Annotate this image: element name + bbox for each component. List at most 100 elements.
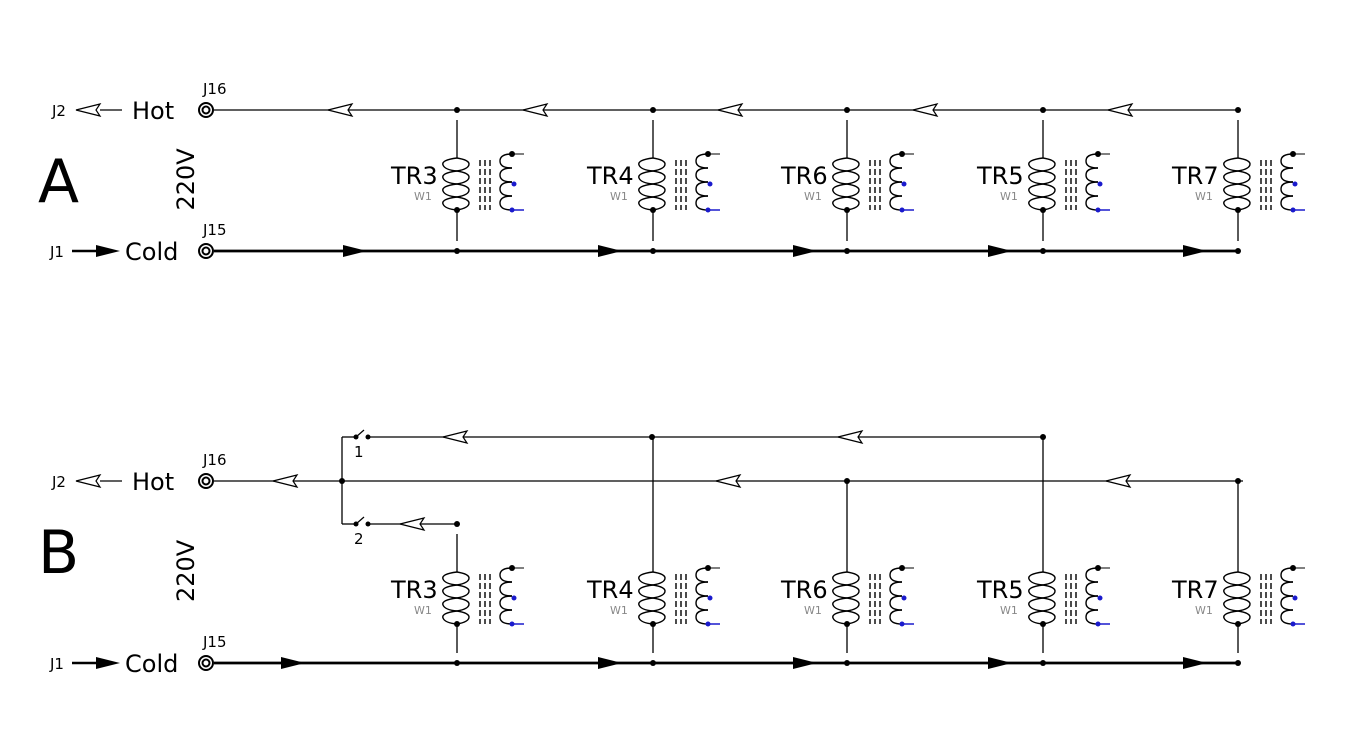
- secondary-loop: [695, 153, 709, 169]
- coil-loop: [1042, 183, 1056, 198]
- arrow-left-icon: [1107, 103, 1134, 117]
- coil-loop: [846, 571, 860, 586]
- secondary-loop: [889, 595, 903, 611]
- secondary-loop: [1280, 567, 1294, 583]
- switch-contact: [365, 521, 371, 527]
- hot-jack-label: J16: [202, 451, 227, 469]
- secondary-loop: [889, 581, 903, 597]
- coil-loop: [1028, 597, 1044, 612]
- coil-loop: [1237, 170, 1251, 185]
- coil-loop: [1237, 597, 1251, 612]
- coil-loop: [846, 196, 860, 211]
- coil-loop: [456, 157, 470, 172]
- junction-dot: [650, 248, 656, 254]
- secondary-loop: [499, 595, 513, 611]
- secondary-loop: [1280, 167, 1294, 183]
- coil-loop: [1223, 183, 1239, 198]
- arrow-right-icon: [281, 657, 305, 669]
- coil-loop: [638, 610, 654, 625]
- panel-letter: A: [38, 147, 79, 217]
- coil-loop: [652, 597, 666, 612]
- coil-loop: [832, 597, 848, 612]
- junction-dot: [454, 107, 460, 113]
- winding-label: W1: [1000, 604, 1018, 617]
- secondary-loop: [889, 567, 903, 583]
- switch-label: 2: [354, 530, 364, 548]
- coil-loop: [1042, 584, 1056, 599]
- terminal-dot: [899, 207, 905, 213]
- junction-dot: [454, 248, 460, 254]
- secondary-loop: [695, 595, 709, 611]
- coil-loop: [456, 584, 470, 599]
- terminal-dot: [901, 595, 907, 601]
- secondary-loop: [889, 195, 903, 211]
- arrow-left-icon: [715, 474, 742, 488]
- terminal-dot: [1292, 595, 1298, 601]
- coil-loop: [1223, 610, 1239, 625]
- coil-loop: [442, 584, 458, 599]
- coil-loop: [846, 157, 860, 172]
- switch-label: 1: [354, 443, 364, 461]
- transformer-label: TR3: [390, 576, 438, 604]
- terminal-dot: [707, 181, 713, 187]
- winding-label: W1: [1195, 604, 1213, 617]
- coil-loop: [652, 170, 666, 185]
- arrow-left-icon: [272, 474, 299, 488]
- voltage-label: 220V: [172, 539, 200, 602]
- cold-label: Cold: [125, 238, 178, 266]
- coil-loop: [442, 597, 458, 612]
- secondary-loop: [499, 167, 513, 183]
- jack-inner: [201, 246, 211, 256]
- coil-loop: [652, 196, 666, 211]
- coil-loop: [442, 157, 458, 172]
- coil-loop: [846, 584, 860, 599]
- secondary-loop: [1085, 195, 1099, 211]
- terminal-dot: [1095, 621, 1101, 627]
- coil-loop: [832, 571, 848, 586]
- coil-loop: [846, 597, 860, 612]
- coil-loop: [456, 183, 470, 198]
- coil-loop: [442, 183, 458, 198]
- transformer-label: TR7: [1171, 162, 1219, 190]
- junction-dot: [1235, 248, 1241, 254]
- winding-label: W1: [610, 190, 628, 203]
- jack-inner: [201, 105, 211, 115]
- coil-loop: [456, 571, 470, 586]
- coil-loop: [638, 571, 654, 586]
- junction-dot: [1040, 107, 1046, 113]
- coil-loop: [1223, 196, 1239, 211]
- coil-loop: [638, 584, 654, 599]
- coil-loop: [1223, 597, 1239, 612]
- secondary-loop: [1280, 595, 1294, 611]
- arrow-left-icon: [717, 103, 744, 117]
- terminal-dot: [509, 621, 515, 627]
- coil-loop: [832, 170, 848, 185]
- coil-loop: [638, 157, 654, 172]
- junction-dot: [650, 660, 656, 666]
- coil-loop: [1237, 183, 1251, 198]
- coil-loop: [1237, 584, 1251, 599]
- coil-loop: [1042, 170, 1056, 185]
- winding-label: W1: [610, 604, 628, 617]
- arrow-right-icon: [96, 657, 120, 669]
- winding-label: W1: [804, 190, 822, 203]
- junction-dot: [844, 248, 850, 254]
- winding-label: W1: [414, 190, 432, 203]
- terminal-dot: [1290, 621, 1296, 627]
- winding-label: W1: [804, 604, 822, 617]
- transformer-label: TR7: [1171, 576, 1219, 604]
- coil-loop: [1223, 157, 1239, 172]
- coil-loop: [832, 183, 848, 198]
- coil-loop: [1028, 610, 1044, 625]
- arrow-right-icon: [598, 657, 622, 669]
- junction-dot: [454, 660, 460, 666]
- coil-loop: [1237, 157, 1251, 172]
- secondary-loop: [889, 181, 903, 197]
- junction-dot: [1235, 660, 1241, 666]
- coil-loop: [832, 610, 848, 625]
- secondary-loop: [889, 167, 903, 183]
- voltage-label: 220V: [172, 148, 200, 211]
- terminal-dot: [705, 207, 711, 213]
